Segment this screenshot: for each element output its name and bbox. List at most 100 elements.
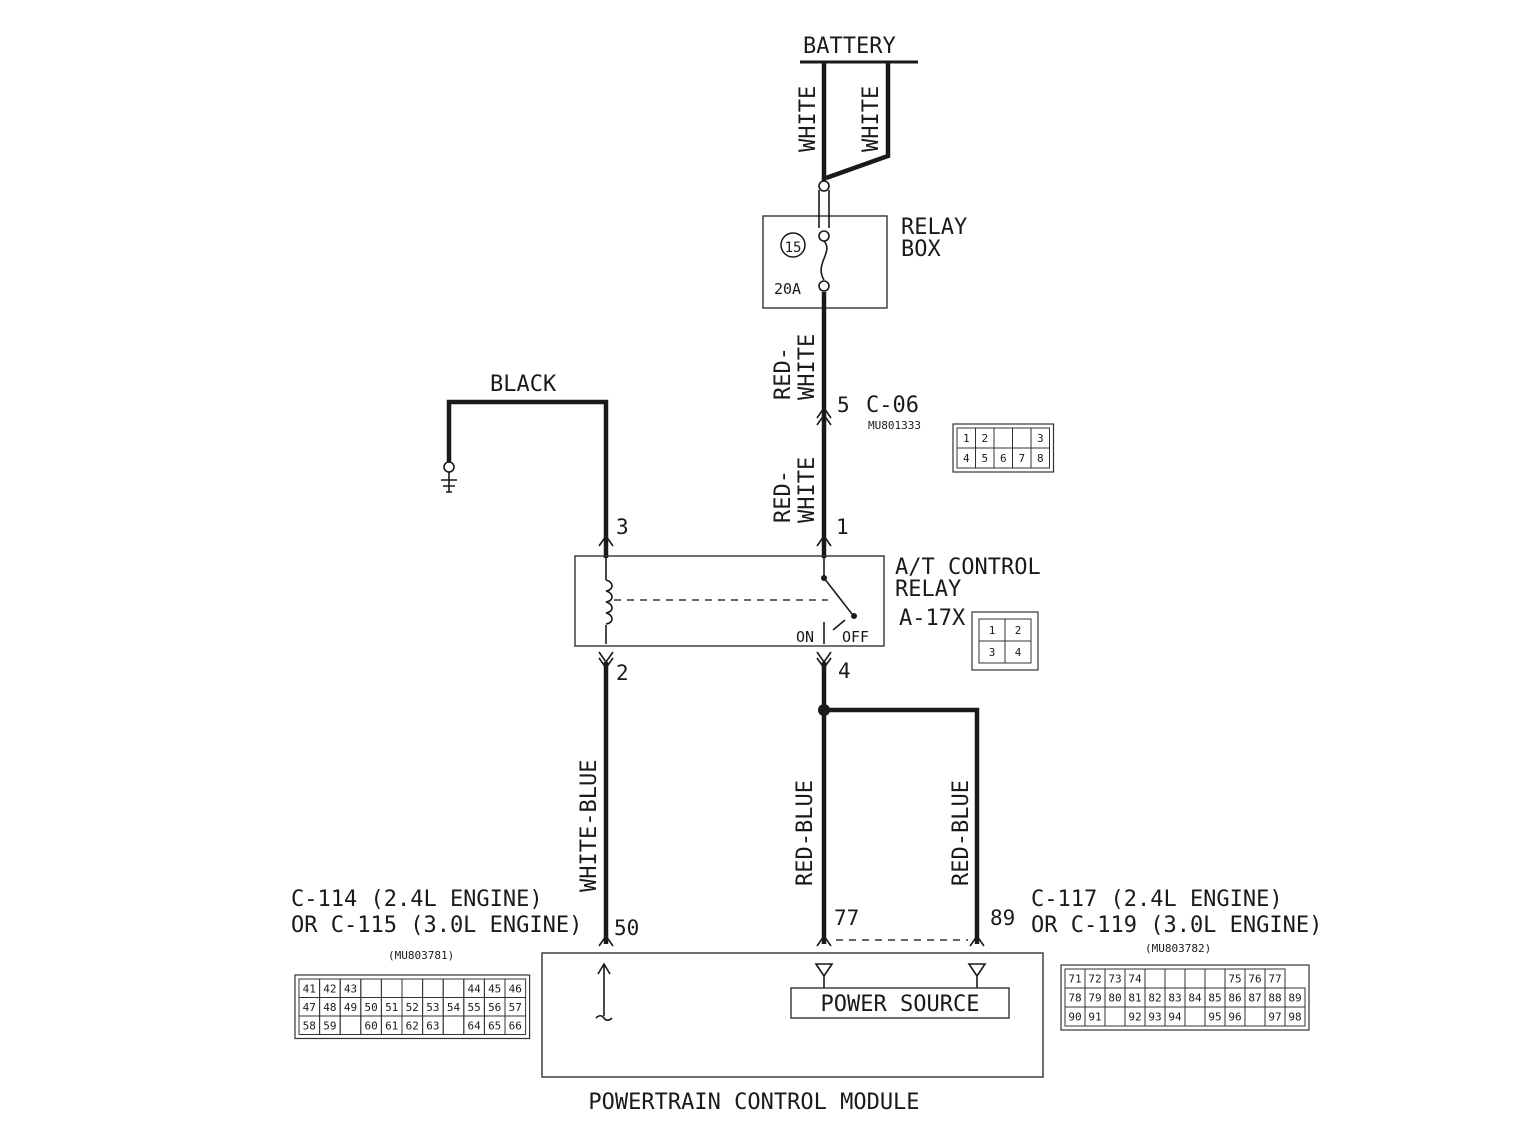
connector-pin-number: 80 bbox=[1108, 992, 1121, 1005]
connector-pin-number: 76 bbox=[1248, 973, 1261, 986]
connector-pin-number: 46 bbox=[509, 982, 522, 995]
pin-4: 4 bbox=[838, 659, 851, 683]
connector-cell bbox=[1104, 1006, 1126, 1027]
at-relay-label-1: A/T CONTROL bbox=[895, 555, 1041, 580]
connector-pin-number: 95 bbox=[1208, 1011, 1221, 1024]
connector-pin-number: 4 bbox=[1015, 646, 1022, 659]
connector-pin-number: 91 bbox=[1088, 1011, 1101, 1024]
connector-pin-number: 94 bbox=[1168, 1011, 1182, 1024]
connector-pin-number: 1 bbox=[963, 432, 970, 445]
connector-pin-number: 48 bbox=[323, 1001, 336, 1014]
connector-cell bbox=[1204, 968, 1226, 989]
relay-box: RELAY BOX 15 20A bbox=[762, 190, 967, 309]
connector-pin-number: 96 bbox=[1228, 1011, 1241, 1024]
connector-cell bbox=[1184, 1006, 1206, 1027]
connector-pin-number: 2 bbox=[981, 432, 988, 445]
connector-cell bbox=[1030, 447, 1050, 469]
wire-label-red-blue-1: RED-BLUE bbox=[793, 780, 818, 886]
connector-frame bbox=[294, 974, 531, 1040]
connector-cell bbox=[1284, 1006, 1306, 1027]
output-circuits: 2 WHITE-BLUE 4 RED-BLUE RED-BLUE 50 77 8… bbox=[577, 651, 1015, 947]
wire-label-red-white-2a: RED- bbox=[771, 470, 796, 523]
switch-off-label: OFF bbox=[842, 628, 869, 646]
at-relay-label-2: RELAY bbox=[895, 577, 961, 602]
a17x-connector-face: 1 2 3 4 bbox=[971, 611, 1039, 671]
connector-pin-number: 6 bbox=[1000, 452, 1007, 465]
connector-pin-number: 7 bbox=[1018, 452, 1025, 465]
pcm-connector-labels: C-114 (2.4L ENGINE) OR C-115 (3.0L ENGIN… bbox=[291, 887, 1322, 962]
relay-box-label-2: BOX bbox=[901, 237, 941, 262]
connector-pin-number: 52 bbox=[406, 1001, 419, 1014]
connector-pin-number: 83 bbox=[1168, 992, 1181, 1005]
connector-pin-number: 56 bbox=[488, 1001, 501, 1014]
connector-cell bbox=[442, 978, 465, 998]
connector-pin-number: 82 bbox=[1148, 992, 1161, 1005]
connector-pin-number: 92 bbox=[1128, 1011, 1141, 1024]
connector-pin-number: 60 bbox=[364, 1019, 377, 1032]
connector-cell bbox=[442, 1015, 465, 1035]
connector-pin-number: 93 bbox=[1148, 1011, 1161, 1024]
connector-pin-number: 44 bbox=[467, 982, 481, 995]
connector-pin-number: 58 bbox=[303, 1019, 316, 1032]
connector-pin-number: 71 bbox=[1068, 973, 1081, 986]
relay-switch-icon bbox=[823, 577, 853, 615]
red-white-circuit: RED- WHITE RED- WHITE 5 C-06 MU801333 1 bbox=[771, 292, 921, 558]
connector-pin-number: 47 bbox=[303, 1001, 316, 1014]
ground-symbol-icon bbox=[441, 472, 457, 493]
connector-pin-number: 3 bbox=[1037, 432, 1044, 445]
connector-pin-number: 43 bbox=[344, 982, 357, 995]
c117-part-number: (MU803782) bbox=[1145, 942, 1211, 955]
connector-pin-number: 65 bbox=[488, 1019, 501, 1032]
wire-label-red-blue-2: RED-BLUE bbox=[949, 780, 974, 886]
c06-label: C-06 bbox=[866, 393, 919, 418]
connector-cell bbox=[1184, 968, 1206, 989]
pin-77: 77 bbox=[834, 906, 859, 930]
connector-pin-number: 50 bbox=[364, 1001, 377, 1014]
c114-label-2: OR C-115 (3.0L ENGINE) bbox=[291, 913, 582, 938]
connector-pin-number: 84 bbox=[1188, 992, 1202, 1005]
connector-pin-number: 86 bbox=[1228, 992, 1241, 1005]
relay-box-label-1: RELAY bbox=[901, 215, 967, 240]
connector-pin-number: 49 bbox=[344, 1001, 357, 1014]
connector-cell bbox=[339, 1015, 362, 1035]
connector-pin-number: 97 bbox=[1268, 1011, 1281, 1024]
relay-coil-icon bbox=[605, 579, 613, 625]
connector-pin-number: 5 bbox=[981, 452, 988, 465]
c117-label-1: C-117 (2.4L ENGINE) bbox=[1031, 887, 1283, 912]
power-source-label: POWER SOURCE bbox=[821, 992, 980, 1017]
wire-label-red-white-1a: RED- bbox=[771, 347, 796, 400]
connector-pin-number: 53 bbox=[426, 1001, 439, 1014]
connector-pin-number: 90 bbox=[1068, 1011, 1081, 1024]
pin-1: 1 bbox=[836, 515, 849, 539]
wire-label-white-blue: WHITE-BLUE bbox=[577, 760, 602, 892]
connector-pin-number: 98 bbox=[1288, 1011, 1301, 1024]
connector-pin-number: 8 bbox=[1037, 452, 1044, 465]
pin-89: 89 bbox=[990, 906, 1015, 930]
connector-pin-number: 72 bbox=[1088, 973, 1101, 986]
connector-pin-number: 88 bbox=[1268, 992, 1281, 1005]
connector-pin-number: 61 bbox=[385, 1019, 398, 1032]
connector-cell bbox=[504, 1015, 527, 1035]
connector-pin-number: 3 bbox=[989, 646, 996, 659]
connector-pin-number: 73 bbox=[1108, 973, 1121, 986]
connector-pin-number: 64 bbox=[467, 1019, 481, 1032]
pin-5: 5 bbox=[837, 393, 850, 417]
connector-pin-number: 1 bbox=[989, 624, 996, 637]
wire-label-red-white-2b: WHITE bbox=[795, 457, 820, 523]
connector-pin-number: 87 bbox=[1248, 992, 1261, 1005]
wire-label-white-2: WHITE bbox=[859, 86, 884, 152]
connector-pin-number: 79 bbox=[1088, 992, 1101, 1005]
connector-pin-number: 66 bbox=[509, 1019, 522, 1032]
c114-label-1: C-114 (2.4L ENGINE) bbox=[291, 887, 543, 912]
c114-part-number: (MU803781) bbox=[388, 949, 454, 962]
connector-pin-number: 2 bbox=[1015, 624, 1022, 637]
ground-circuit: BLACK 3 bbox=[441, 372, 629, 558]
connector-pin-number: 55 bbox=[467, 1001, 480, 1014]
connector-pin-number: 62 bbox=[406, 1019, 419, 1032]
connector-cell bbox=[1164, 968, 1186, 989]
pin-3: 3 bbox=[616, 515, 629, 539]
connector-cell bbox=[401, 978, 424, 998]
pin-2: 2 bbox=[616, 661, 629, 685]
connector-frame bbox=[952, 423, 1055, 473]
